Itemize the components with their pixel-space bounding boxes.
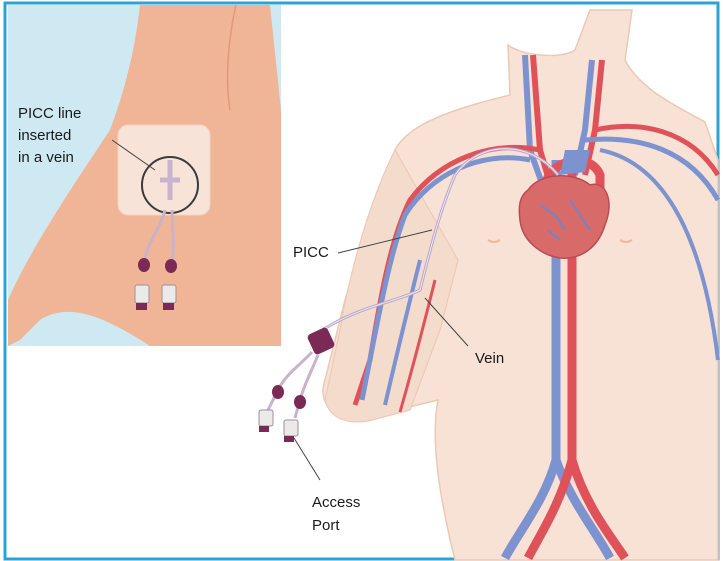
dressing-patch: [118, 125, 210, 215]
inset-connector-right: [162, 285, 176, 303]
clamp-right: [294, 395, 306, 409]
picc-label: PICC: [293, 244, 329, 261]
picc-line-label-line3: in a vein: [18, 149, 74, 166]
inset-cap-left: [136, 303, 147, 310]
connector-right: [284, 420, 298, 436]
vein-label: Vein: [475, 350, 504, 367]
inset-connector-left: [135, 285, 149, 303]
inset-panel: [8, 5, 281, 346]
picc-line-label-line2: inserted: [18, 127, 71, 144]
inset-clamp-right: [165, 259, 177, 273]
clamp-left: [272, 385, 284, 399]
inset-clamp-left: [138, 258, 150, 272]
inset-cap-right: [163, 303, 174, 310]
connector-left: [259, 410, 273, 426]
access-port-label-line1: Access: [312, 494, 360, 511]
access-port-label-line2: Port: [312, 517, 340, 534]
inset-lumen-right: [172, 210, 173, 262]
cap-left: [259, 426, 269, 432]
picc-line-label-line1: PICC line: [18, 105, 81, 122]
cap-right: [284, 436, 294, 442]
